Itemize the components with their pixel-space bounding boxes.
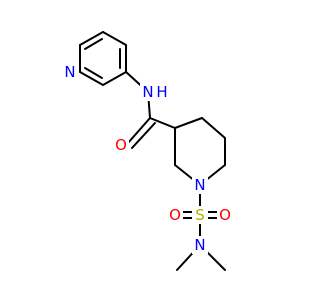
molecule-structure-diagram: N N H O N S O O N bbox=[62, 31, 233, 271]
bond bbox=[79, 71, 104, 86]
bond bbox=[102, 31, 127, 46]
bond bbox=[84, 38, 103, 50]
bond bbox=[102, 71, 127, 86]
piperidine-ring bbox=[174, 117, 226, 186]
atom-labels: N N H O N S O O N bbox=[62, 63, 233, 254]
atom-label-carbonyl-o: O bbox=[115, 136, 127, 154]
bond bbox=[84, 67, 103, 79]
bond bbox=[79, 31, 104, 46]
bond bbox=[149, 117, 176, 129]
atom-label-amide-h: H bbox=[156, 83, 167, 101]
bond bbox=[174, 117, 203, 129]
pyridine-ring bbox=[79, 31, 127, 86]
sulfonamide-group bbox=[176, 184, 226, 271]
atom-label-amide-n: N bbox=[142, 83, 153, 101]
bond bbox=[131, 122, 156, 149]
atom-label-sulfur: S bbox=[195, 206, 205, 224]
atom-label-piperidine-n: N bbox=[194, 176, 205, 194]
bond bbox=[127, 117, 151, 144]
atom-label-sulfonyl-o-right: O bbox=[219, 206, 231, 224]
bond bbox=[201, 117, 226, 139]
atom-label-pyridine-n: N bbox=[64, 63, 75, 81]
atom-label-dimethylamino-n: N bbox=[194, 236, 205, 254]
atom-label-sulfonyl-o-left: O bbox=[169, 206, 181, 224]
